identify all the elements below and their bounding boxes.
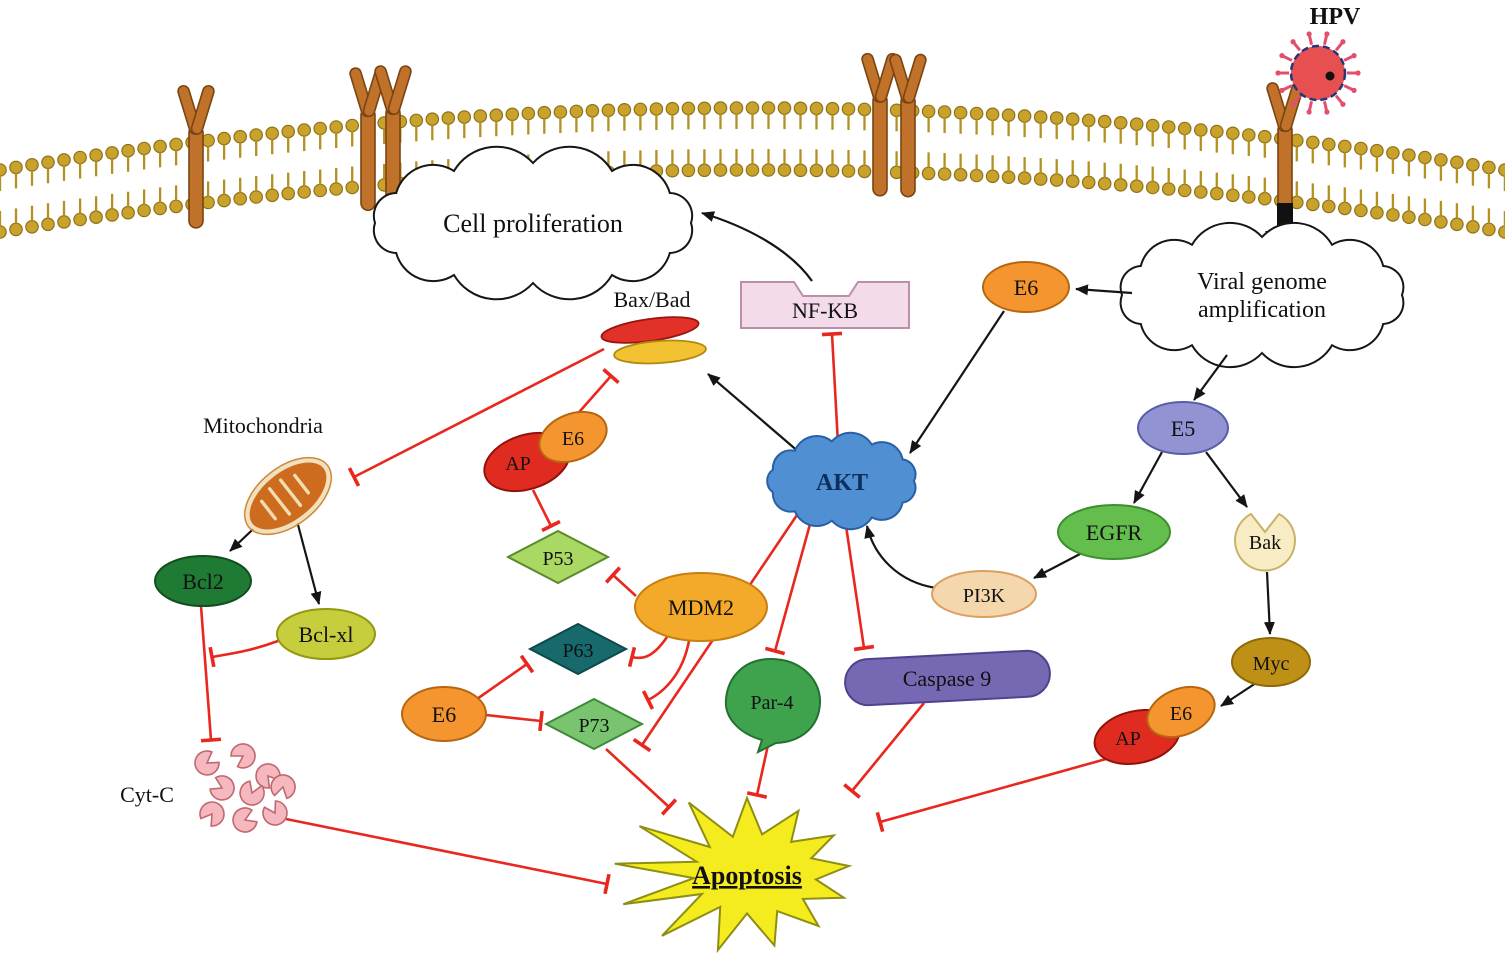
edge-caspase9-to-apoptosis [843,702,926,799]
edge-ape6-to-apoptosis [875,757,1107,833]
viral-genome-amplification-cloud [1119,221,1405,369]
node-caspase9 [844,649,1051,707]
edge-akt-to-baxbad [707,373,801,454]
edge-p73-to-apoptosis [605,748,678,816]
edge-myc-to-ap-e6 [1220,682,1257,707]
node-e5 [1137,401,1229,455]
cell-proliferation-label: Cell proliferation [443,209,623,238]
mitochondria-label: Mitochondria [203,413,323,438]
edge-vga-to-e6 [1075,284,1133,296]
node-p63 [527,622,629,676]
node-egfr [1057,504,1171,560]
edge-pi3k-to-akt [864,525,937,590]
edge-e6-inhibits-p73 [485,710,544,732]
cytc-label: Cyt-C [120,782,174,807]
edge-egfr-to-pi3k [1033,553,1081,579]
node-bclxl [276,608,376,660]
cell-proliferation-cloud [372,145,694,301]
viral-genome-line1: Viral genome [1197,269,1327,295]
node-bcl2 [154,555,252,607]
edge-par4-to-apoptosis [746,744,770,799]
node-akt [766,431,917,531]
node-myc [1231,637,1311,687]
membrane-receptor-icons [177,52,1304,229]
node-pi3k [931,570,1037,618]
node-p73 [543,697,645,751]
apoptosis-label: Apoptosis [692,861,802,890]
node-e6-free [401,686,487,742]
baxbad-label: Bax/Bad [614,287,691,312]
ap-right-label: AP [1115,728,1141,750]
edge-bclxl-inhibits-cytc [208,639,279,668]
e6-membrane-label: E6 [1014,275,1038,300]
edge-akt-inhibits-nfkb [821,331,843,445]
node-mitochondria [243,456,333,536]
nfkb-label: NF-KB [792,298,858,323]
bak-label: Bak [1249,532,1281,554]
edge-bcl2-inhibits-cytc [199,605,222,743]
node-apoptosis [614,795,853,954]
edge-e6-to-akt [909,310,1005,454]
node-bax-bad [600,316,707,365]
edge-cytc-to-apoptosis [285,817,611,895]
bcl2-label: Bcl2 [182,569,224,594]
viral-genome-line2: amplification [1198,297,1326,323]
pi3k-label: PI3K [963,585,1006,607]
virus-spikes-icon [1275,31,1361,115]
edge-e5-to-egfr [1133,451,1163,504]
edge-mdm2-inhibits-p63 [627,636,669,668]
e5-label: E5 [1171,416,1195,441]
myc-label: Myc [1253,653,1290,675]
hpv-label: HPV [1310,4,1361,30]
edge-nfkb-to-proliferation [701,211,813,282]
edge-akt-inhibits-par4 [764,516,814,656]
node-nfkb [740,281,910,329]
e6-ap-right-shape [1146,685,1216,739]
e6-ap-left-shape [538,410,608,464]
node-ap-e6-left: AP E6 [483,410,608,493]
virus-core-dot [1325,71,1335,81]
ap-left-label: AP [505,453,531,475]
mito-cristae [259,473,311,521]
edge-vga-to-e5 [1193,354,1228,401]
node-e6-membrane [982,261,1070,313]
egfr-label: EGFR [1086,520,1143,545]
edge-mito-to-bclxl [295,520,322,605]
edge-akt-inhibits-caspase9 [843,518,875,652]
edge-baxbad-inhibits-mito [347,347,605,487]
mdm2-label: MDM2 [668,595,734,620]
bad-shape [613,339,707,365]
bclxl-label: Bcl-xl [299,622,354,647]
e6-ap-left-label: E6 [562,428,584,450]
p73-label: P73 [578,715,609,737]
e6-free-label: E6 [432,702,456,727]
virus-body [1289,44,1347,102]
node-mdm2 [634,572,768,642]
edge-bak-to-myc [1263,571,1275,635]
node-ap-e6-right: AP E6 [1093,685,1216,765]
par4-label: Par-4 [751,692,794,714]
node-bak [1234,512,1296,572]
edge-ape6-inhibits-p53 [531,489,561,533]
edge-e5-to-bak [1205,451,1248,508]
p63-label: P63 [562,640,593,662]
edge-mdm2-inhibits-p53 [604,566,637,597]
hpv-virus-icon [1275,31,1361,115]
caspase9-label: Caspase 9 [903,666,992,691]
e6-ap-right-label: E6 [1170,703,1192,725]
p53-label: P53 [542,548,573,570]
node-p53 [505,529,611,585]
node-par4 [724,657,822,754]
node-cytc-cluster [194,743,296,833]
edge-e6-inhibits-p63 [476,654,535,701]
edge-mdm2-inhibits-p73 [641,640,691,710]
akt-label: AKT [816,470,868,496]
